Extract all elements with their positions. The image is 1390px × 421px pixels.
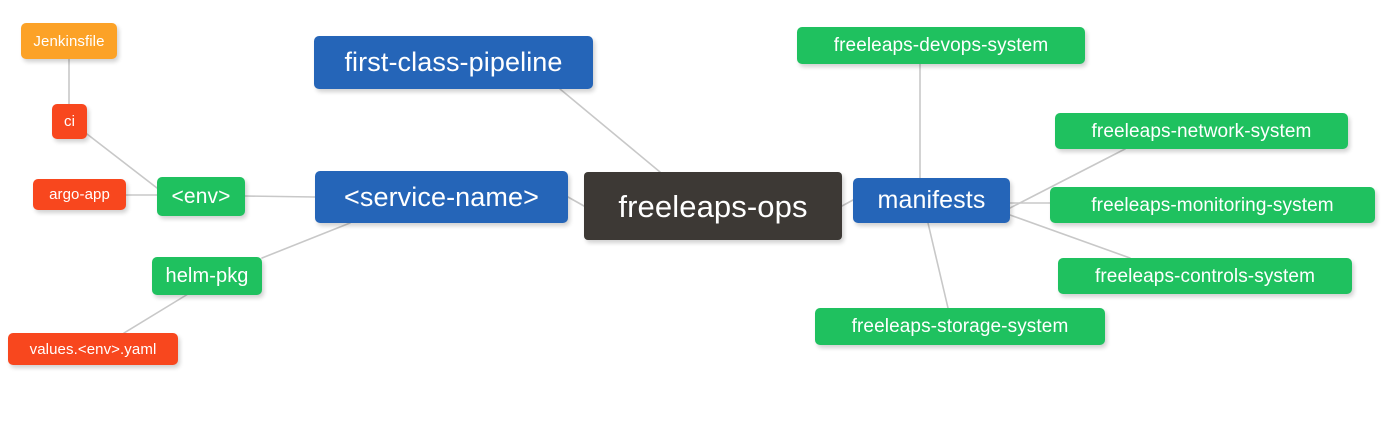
mindmap-node-jenkinsfile[interactable]: Jenkinsfile xyxy=(21,23,117,59)
mindmap-node-first-class-pipeline[interactable]: first-class-pipeline xyxy=(314,36,593,89)
mindmap-node-monitoring-system[interactable]: freeleaps-monitoring-system xyxy=(1050,187,1375,223)
mindmap-node-ci[interactable]: ci xyxy=(52,104,87,139)
mindmap-node-helm-pkg[interactable]: helm-pkg xyxy=(152,257,262,295)
mindmap-node-freeleaps-ops[interactable]: freeleaps-ops xyxy=(584,172,842,240)
mindmap-edge xyxy=(244,195,316,198)
mindmap-node-network-system[interactable]: freeleaps-network-system xyxy=(1055,113,1348,149)
mindmap-edge xyxy=(261,222,351,259)
mindmap-node-controls-system[interactable]: freeleaps-controls-system xyxy=(1058,258,1352,294)
mindmap-node-values-yaml[interactable]: values.<env>.yaml xyxy=(8,333,178,365)
mindmap-edge xyxy=(123,293,189,334)
mindmap-node-devops-system[interactable]: freeleaps-devops-system xyxy=(797,27,1085,64)
mindmap-edge xyxy=(927,222,949,309)
mindmap-edge xyxy=(567,196,585,207)
mindmap-node-storage-system[interactable]: freeleaps-storage-system xyxy=(815,308,1105,345)
mindmap-node-env[interactable]: <env> xyxy=(157,177,245,216)
mindmap-node-service-name[interactable]: <service-name> xyxy=(315,171,568,223)
mindmap-edge xyxy=(841,199,854,207)
mindmap-edge xyxy=(559,88,661,173)
mindmap-node-argo-app[interactable]: argo-app xyxy=(33,179,126,210)
mindmap-node-manifests[interactable]: manifests xyxy=(853,178,1010,223)
